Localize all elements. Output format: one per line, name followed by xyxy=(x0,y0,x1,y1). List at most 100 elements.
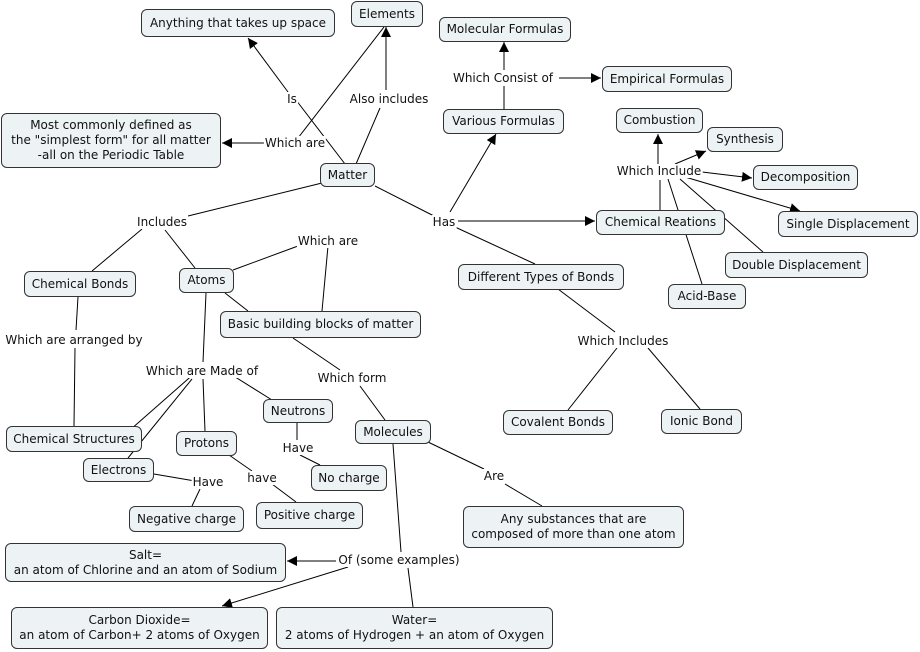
link-label-which-are-elements: Which are xyxy=(263,136,327,150)
concept-label: Acid-Base xyxy=(677,289,737,303)
concept-label: Protons xyxy=(184,436,229,450)
line-are-anysubstances xyxy=(504,483,543,507)
line-matter-has xyxy=(374,185,435,217)
concept-label: Neutrons xyxy=(270,403,326,418)
link-label-which-include: Which Include xyxy=(615,164,703,178)
line-examples-carbon xyxy=(221,566,349,608)
concept-simplest-form[interactable]: Most commonly defined as the "simplest f… xyxy=(1,113,221,168)
concept-carbon-dioxide[interactable]: Carbon Dioxide= an atom of Carbon+ 2 ato… xyxy=(11,607,268,649)
concept-various-formulas[interactable]: Various Formulas xyxy=(443,109,564,134)
line-protons-have xyxy=(228,454,253,472)
link-label-which-consist-of: Which Consist of xyxy=(451,71,555,85)
line-have-nocharge xyxy=(299,454,321,466)
link-label-which-are-made-of: Which are Made of xyxy=(144,364,260,378)
concept-label: Double Displacement xyxy=(732,257,861,272)
line-include-synthesis xyxy=(674,150,707,165)
concept-label: Molecules xyxy=(363,424,423,439)
line-has-various xyxy=(449,133,497,213)
concept-any-substances[interactable]: Any substances that are composed of more… xyxy=(463,506,684,548)
concept-label: Atoms xyxy=(187,273,226,287)
concept-chemical-reations[interactable]: Chemical Reations xyxy=(596,210,725,235)
line-molecules-examples xyxy=(392,443,402,553)
line-includes-ionic xyxy=(647,347,701,410)
concept-chemical-bonds[interactable]: Chemical Bonds xyxy=(24,271,136,297)
concept-label: Covalent Bonds xyxy=(510,415,606,429)
concept-label: Empirical Formulas xyxy=(609,71,725,86)
line-differentbonds-includes xyxy=(557,288,616,333)
concept-water[interactable]: Water= 2 atoms of Hydrogen + an atom of … xyxy=(276,607,553,649)
line-include-single xyxy=(684,176,801,213)
concept-label: Combustion xyxy=(623,113,696,127)
concept-different-types-of-bonds[interactable]: Different Types of Bonds xyxy=(458,264,624,290)
concept-label: Ionic Bond xyxy=(669,414,734,428)
concept-label: No charge xyxy=(318,470,380,485)
concept-chemical-structures[interactable]: Chemical Structures xyxy=(6,426,142,452)
concept-label: Synthesis xyxy=(716,132,774,146)
concept-label: Salt= an atom of Chlorine and an atom of… xyxy=(13,547,278,577)
concept-positive-charge[interactable]: Positive charge xyxy=(256,502,363,529)
concept-double-displacement[interactable]: Double Displacement xyxy=(725,252,868,278)
concept-label: Matter xyxy=(327,167,368,182)
concept-combustion[interactable]: Combustion xyxy=(616,108,703,133)
line-is-anything xyxy=(247,37,289,93)
concept-matter[interactable]: Matter xyxy=(320,163,375,187)
concept-label: Anything that takes up space xyxy=(149,15,327,30)
line-has-differentbonds xyxy=(454,226,536,265)
concept-synthesis[interactable]: Synthesis xyxy=(707,127,783,152)
line-examples-water xyxy=(407,567,414,608)
concept-single-displacement[interactable]: Single Displacement xyxy=(778,211,918,237)
line-whichform-molecules xyxy=(359,385,386,421)
link-label-which-includes: Which Includes xyxy=(576,334,670,348)
line-have-negative xyxy=(191,488,201,507)
link-label-which-form: Which form xyxy=(316,371,388,385)
line-madeof-neutrons xyxy=(231,374,273,401)
concept-electrons[interactable]: Electrons xyxy=(83,458,154,482)
line-matter-includes xyxy=(187,182,323,217)
concept-molecular-formulas[interactable]: Molecular Formulas xyxy=(439,17,571,42)
line-include-decomposition xyxy=(701,171,753,182)
line-have-positive xyxy=(271,483,297,503)
concept-elements[interactable]: Elements xyxy=(351,1,423,27)
line-madeof-protons xyxy=(202,378,206,432)
concept-salt[interactable]: Salt= an atom of Chlorine and an atom of… xyxy=(5,543,286,582)
line-elements-whichare xyxy=(297,26,385,139)
line-atoms-whichare xyxy=(232,245,299,271)
concept-no-charge[interactable]: No charge xyxy=(311,465,387,491)
concept-label: Various Formulas xyxy=(452,114,555,128)
link-label-have-neutrons: Have xyxy=(281,441,315,455)
concept-label: Most commonly defined as the "simplest f… xyxy=(11,118,211,162)
concept-molecules[interactable]: Molecules xyxy=(355,420,431,444)
concept-label: Negative charge xyxy=(137,511,236,526)
line-electrons-have xyxy=(147,472,196,482)
line-includes-bonds xyxy=(91,228,143,272)
concept-neutrons[interactable]: Neutrons xyxy=(263,399,333,423)
link-label-are: Are xyxy=(482,469,506,483)
link-label-is: Is xyxy=(286,92,298,106)
line-includes-atoms xyxy=(164,229,196,269)
concept-atoms[interactable]: Atoms xyxy=(179,268,234,293)
line-molecules-are xyxy=(427,441,485,470)
concept-decomposition[interactable]: Decomposition xyxy=(753,165,858,190)
concept-acid-base[interactable]: Acid-Base xyxy=(668,284,746,309)
concept-label: Basic building blocks of matter xyxy=(227,317,414,331)
line-whichare-basic xyxy=(321,245,329,312)
concept-label: Molecular Formulas xyxy=(446,22,564,36)
line-bonds-arranged xyxy=(75,296,79,331)
concept-basic-building-blocks[interactable]: Basic building blocks of matter xyxy=(220,311,421,338)
link-label-also-includes: Also includes xyxy=(348,92,430,106)
concept-label: Chemical Reations xyxy=(604,215,717,229)
concept-label: Carbon Dioxide= an atom of Carbon+ 2 ato… xyxy=(19,613,260,642)
concept-ionic-bond[interactable]: Ionic Bond xyxy=(661,409,742,434)
link-label-which-are-atoms: Which are xyxy=(296,234,360,248)
concept-covalent-bonds[interactable]: Covalent Bonds xyxy=(503,410,613,435)
line-atoms-basic xyxy=(224,292,249,312)
concept-anything-that-takes-up-space[interactable]: Anything that takes up space xyxy=(141,9,335,37)
concept-label: Different Types of Bonds xyxy=(467,269,615,284)
concept-protons[interactable]: Protons xyxy=(176,431,237,456)
concept-empirical-formulas[interactable]: Empirical Formulas xyxy=(602,66,732,92)
concept-label: Electrons xyxy=(90,462,147,477)
line-atoms-madeof xyxy=(202,292,207,363)
concept-negative-charge[interactable]: Negative charge xyxy=(129,506,244,532)
